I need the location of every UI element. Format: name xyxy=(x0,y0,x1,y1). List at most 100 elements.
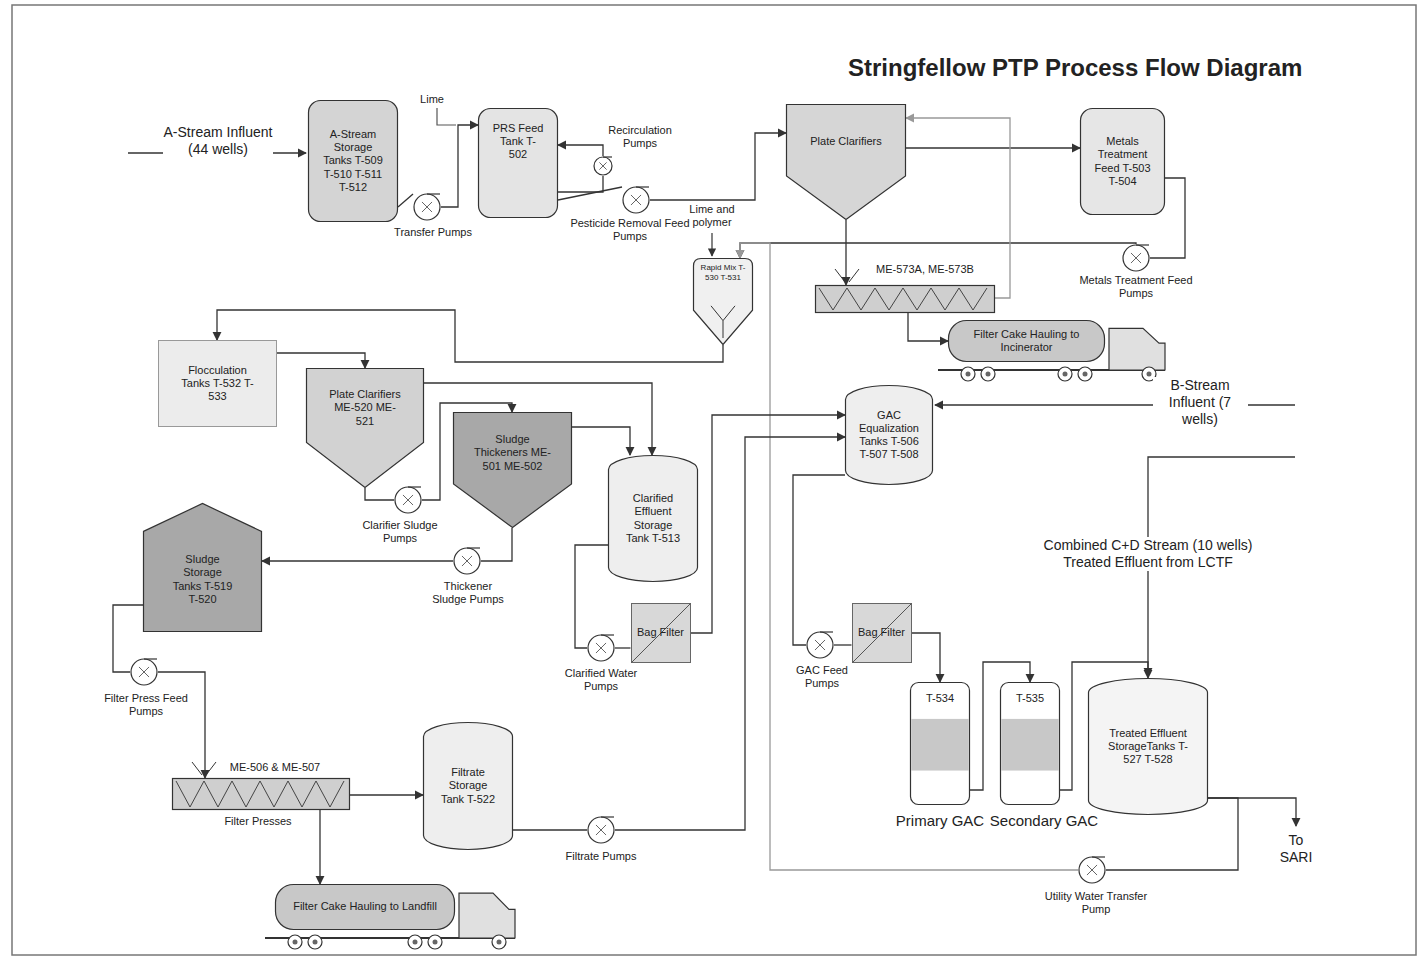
bag-filter-outline xyxy=(852,604,911,663)
pump: Filter Press Feed Pumps xyxy=(130,658,158,686)
equipment-label: Primary GAC xyxy=(885,812,995,830)
haul-truck: Filter Cake Hauling to Landfill xyxy=(275,884,455,930)
node-body: Treated Effluent StorageTanks T-527 T-52… xyxy=(1088,678,1208,815)
truck-wheel xyxy=(981,367,995,381)
filter-diagonal xyxy=(852,604,911,663)
node-label: Plate Clarifiers xyxy=(810,135,882,148)
equipment-shape xyxy=(453,547,481,575)
flow-label: Combined C+D Stream (10 wells) Treated E… xyxy=(1028,537,1268,571)
node-body xyxy=(593,156,613,176)
gac-vessel: T-535Secondary GAC xyxy=(1000,682,1060,805)
node-label: GAC Equalization Tanks T-506 T-507 T-508 xyxy=(859,409,919,462)
pipe-connector xyxy=(845,220,846,285)
wheel-hub xyxy=(1147,372,1152,377)
node-body: Flocculation Tanks T-532 T-533 xyxy=(158,340,277,427)
pipe-connector xyxy=(262,560,453,561)
pipe-connector xyxy=(513,829,587,830)
node-body xyxy=(413,193,441,221)
pipe-connector xyxy=(350,794,423,795)
equipment-shape xyxy=(130,658,158,686)
wheel-hub xyxy=(413,940,418,945)
node-body xyxy=(1078,856,1106,884)
storage-tank: GAC Equalization Tanks T-506 T-507 T-508 xyxy=(845,385,933,485)
equipment-label: GAC Feed Pumps xyxy=(782,664,862,690)
pipe-connector xyxy=(615,437,845,830)
pipe-connector xyxy=(615,647,631,648)
pump-outlet xyxy=(1136,244,1149,245)
pipe-connector xyxy=(481,528,512,561)
pump-symbol xyxy=(131,659,157,685)
pipe-connector xyxy=(319,810,320,884)
clarifier-outline xyxy=(307,369,424,488)
pipe-connector xyxy=(793,475,845,645)
node-label: Bag Filter xyxy=(637,626,684,639)
press-outline xyxy=(816,286,995,313)
diagram-title: Stringfellow PTP Process Flow Diagram xyxy=(848,54,1302,82)
pump: Filtrate Pumps xyxy=(587,816,615,844)
truck-wheel xyxy=(428,935,442,949)
clarifier-outline xyxy=(787,105,906,220)
node-body: Filtrate Storage Tank T-522 xyxy=(423,722,513,850)
truck-wheel xyxy=(492,935,506,949)
equipment-shape xyxy=(306,368,424,488)
node-label: Filtrate Storage Tank T-522 xyxy=(438,766,498,806)
node-body: Sludge Thickeners ME-501 ME-502 xyxy=(453,412,572,528)
pipe-connector xyxy=(158,672,205,778)
mix-tank: Rapid Mix T-530 T-531 xyxy=(693,258,753,345)
equipment-shape xyxy=(593,156,613,176)
truck-wheel xyxy=(1078,367,1092,381)
equipment-shape xyxy=(622,186,650,214)
node-label: Filter Cake Hauling to Landfill xyxy=(293,900,437,913)
node-body xyxy=(587,634,615,662)
storage-tank: PRS Feed Tank T-502 xyxy=(478,108,558,218)
pipe-connector xyxy=(740,243,1136,258)
equipment-shape xyxy=(1078,856,1106,884)
pipe-connector xyxy=(908,313,948,341)
node-label: Plate Clarifiers ME-520 ME-521 xyxy=(325,388,405,428)
pump-symbol xyxy=(414,194,440,220)
node-body: A-Stream Storage Tanks T-509 T-510 T-511… xyxy=(308,100,398,222)
node-body xyxy=(622,186,650,214)
pump-symbol xyxy=(594,157,612,175)
truck-wheel xyxy=(1142,367,1156,381)
truck-tank xyxy=(949,321,1105,362)
truck-cab xyxy=(459,893,515,938)
pump-impeller xyxy=(815,640,825,650)
pipe-connector xyxy=(575,545,608,648)
wheel-hub xyxy=(966,372,971,377)
equipment-shape xyxy=(1122,244,1150,272)
flow-label: A-Stream Influent (44 wells) xyxy=(163,124,273,158)
node-body: T-534 xyxy=(910,682,970,805)
filter-press: ME-573A, ME-573B xyxy=(815,285,995,313)
node-body: T-535 xyxy=(1000,682,1060,805)
gac-outline xyxy=(1001,683,1060,805)
pump-symbol xyxy=(623,187,649,213)
bag-filter: Bag Filter xyxy=(852,603,912,663)
node-body: Bag Filter xyxy=(852,603,912,663)
storage-tank: Metals Treatment Feed T-503 T-504 xyxy=(1080,108,1165,215)
pipe-connector xyxy=(277,353,365,368)
node-label: Metals Treatment Feed T-503 T-504 xyxy=(1092,135,1154,188)
pipe-connector xyxy=(572,427,630,455)
truck-tank xyxy=(276,885,455,930)
storage-tank: Filtrate Storage Tank T-522 xyxy=(423,722,513,850)
equipment-label: Utility Water Transfer Pump xyxy=(1036,890,1156,916)
pump: Metals Treatment Feed Pumps xyxy=(1122,244,1150,272)
mixer-symbol xyxy=(711,306,735,338)
pipe-connector xyxy=(441,125,478,207)
node-label: Clarified Effluent Storage Tank T-513 xyxy=(622,492,684,545)
node-body xyxy=(453,547,481,575)
pump-impeller xyxy=(1087,865,1097,875)
truck-wheel xyxy=(288,935,302,949)
pump-outlet xyxy=(601,816,614,817)
equipment-shape xyxy=(786,104,906,220)
node-body xyxy=(172,778,350,810)
flow-label: Lime and polymer xyxy=(681,203,743,229)
equipment-label: ME-573A, ME-573B xyxy=(855,263,995,276)
filter-diagonal xyxy=(631,604,690,663)
process-box: Flocculation Tanks T-532 T-533 xyxy=(158,340,277,427)
clarifier-outline xyxy=(454,413,572,528)
press-plates xyxy=(819,288,987,310)
haul-truck: Filter Cake Hauling to Incinerator xyxy=(948,320,1105,362)
